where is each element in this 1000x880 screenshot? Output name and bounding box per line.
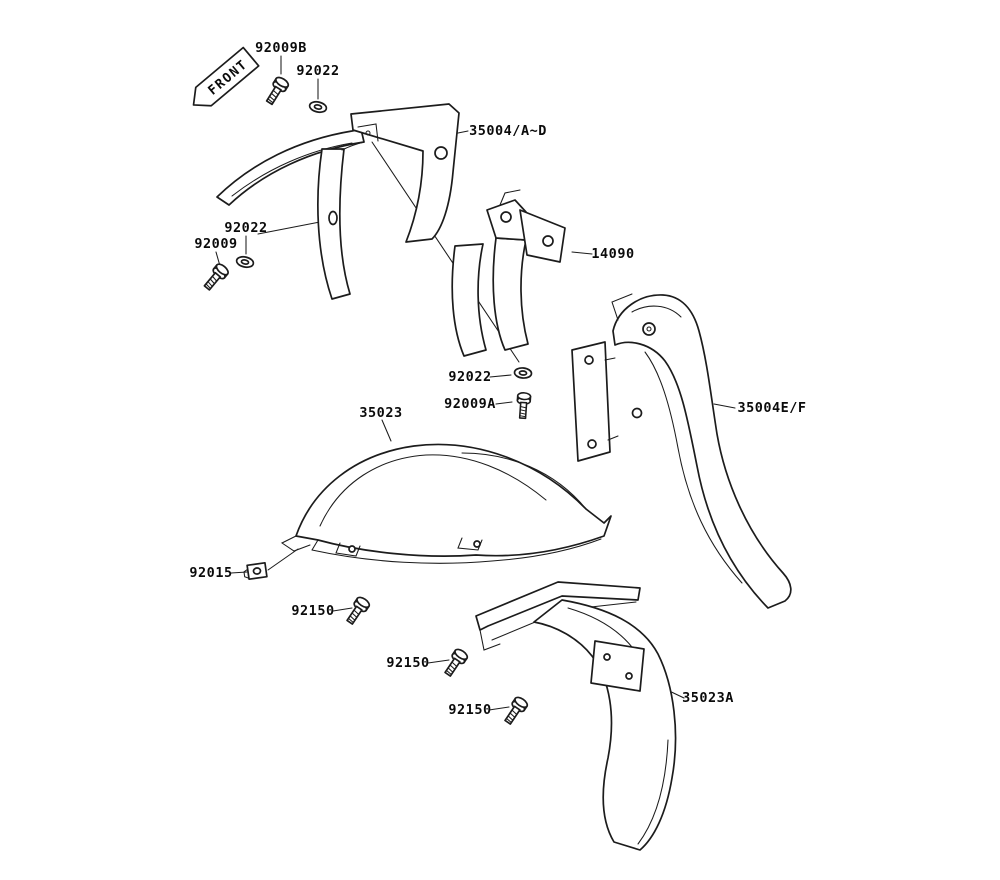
part-label-35023a: 35023A: [682, 690, 734, 706]
part-label-92150-3: 92150: [448, 702, 492, 718]
rear-fender-35004ef-drawing: [571, 293, 792, 609]
part-label-35004ad: 35004/A~D: [469, 123, 547, 139]
part-label-35023: 35023: [359, 405, 403, 421]
washer-92022-top-drawing: [307, 99, 329, 115]
part-label-14090: 14090: [591, 246, 635, 262]
bolt-92150-2-drawing: [441, 646, 470, 680]
part-label-92150-2: 92150: [386, 655, 430, 671]
clip-92015-drawing: [242, 561, 268, 581]
bolt-92009a-drawing: [515, 391, 532, 420]
front-fender-35023-drawing: [280, 443, 612, 564]
bolt-92009b-drawing: [262, 74, 291, 108]
part-label-92009: 92009: [194, 236, 238, 252]
bracket-14090-drawing: [451, 189, 566, 357]
part-label-92009b: 92009B: [255, 40, 307, 56]
rear-fender-35023a-drawing: [475, 581, 677, 851]
part-label-92022-top: 92022: [296, 63, 340, 79]
part-label-92009a: 92009A: [444, 396, 496, 412]
bolt-92009-drawing: [200, 261, 231, 294]
leader-lines: [215, 55, 736, 711]
bolt-92150-3-drawing: [501, 694, 530, 728]
part-label-92022-mid: 92022: [448, 369, 492, 385]
washer-92022-left-drawing: [234, 254, 256, 270]
part-label-92150-1: 92150: [291, 603, 335, 619]
part-label-35004ef: 35004E/F: [737, 400, 807, 416]
part-label-92015: 92015: [189, 565, 233, 581]
part-label-92022-left: 92022: [224, 220, 268, 236]
front-fender-35004-drawing: [216, 103, 460, 300]
front-direction-tag: FRONT: [192, 46, 260, 107]
bolt-92150-1-drawing: [343, 594, 372, 628]
washer-92022-mid-drawing: [513, 366, 533, 380]
